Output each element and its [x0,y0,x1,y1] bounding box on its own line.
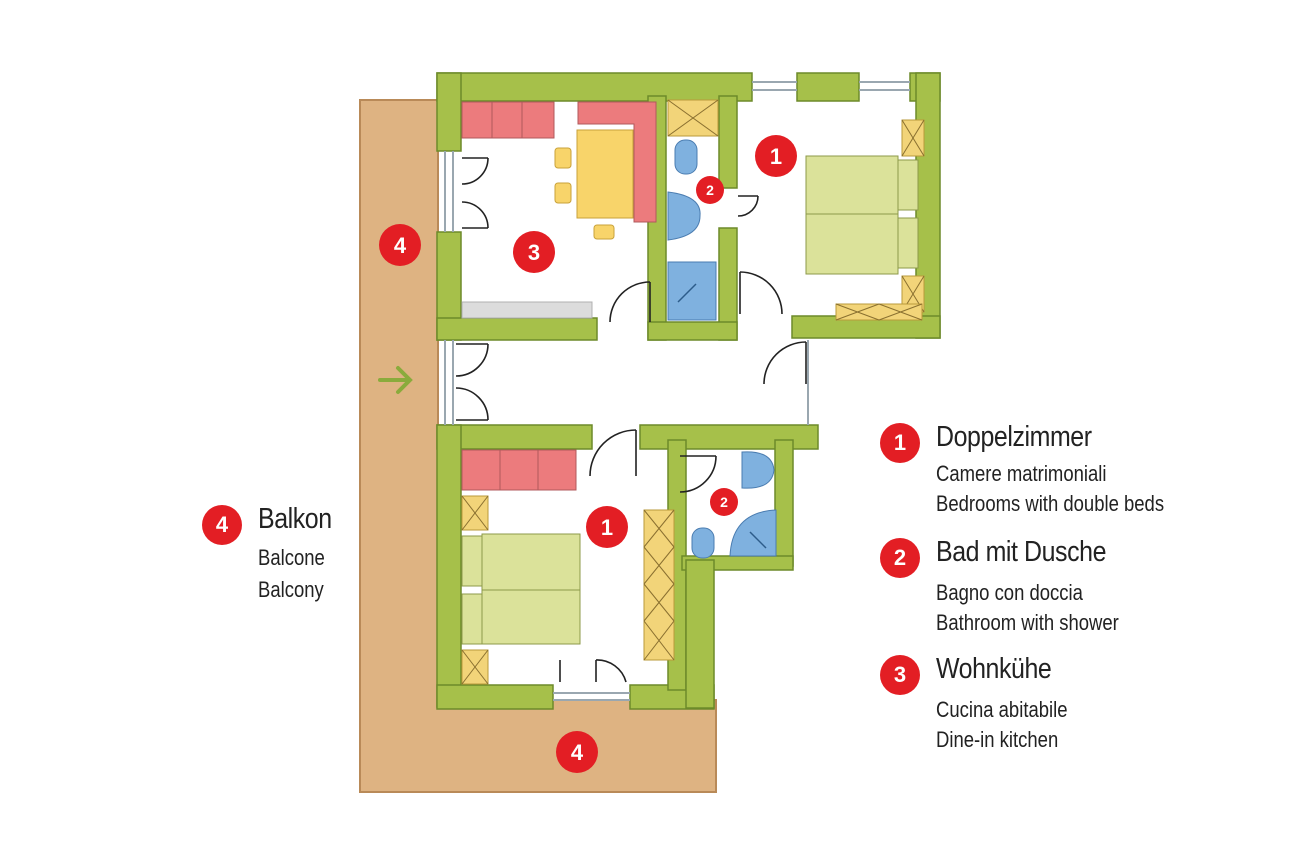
walls [436,72,941,710]
marker-label: 1 [770,144,782,169]
marker-label: 2 [706,182,714,198]
legend-subtitle-en: Bathroom with shower [936,610,1119,635]
windows [444,81,910,701]
marker-label: 4 [571,740,584,765]
legend-badge: 3 [880,655,920,695]
marker-bedroom-bottom: 1 [586,506,628,548]
right-arrow-icon [378,366,413,394]
legend-subtitle-en: Bedrooms with double beds [936,491,1165,516]
bedroom-top-furniture [805,119,925,321]
legend-subtitle-it: Camere matrimoniali [936,461,1107,486]
bedroom-bottom-furniture [461,449,675,685]
kitchen-furniture [461,101,657,319]
marker-circle [755,135,797,177]
legend-subtitle-it: Balcone [258,545,325,570]
bathroom-bottom-fixtures [691,451,777,559]
legend-badge: 1 [880,423,920,463]
legend-subtitle-en: Dine-in kitchen [936,727,1059,752]
legend-subtitle-it: Cucina abitabile [936,697,1068,722]
plan-markers: 3 1 2 4 1 2 4 [379,135,797,773]
marker-circle [586,506,628,548]
marker-label: 2 [720,494,728,510]
marker-circle [513,231,555,273]
marker-label: 1 [601,515,613,540]
marker-label: 3 [528,240,540,265]
marker-bedroom-top: 1 [755,135,797,177]
legend-title: Wohnkühe [936,653,1052,685]
marker-circle [379,224,421,266]
marker-kitchen: 3 [513,231,555,273]
marker-circle [710,488,738,516]
bathroom-top-fixtures [667,99,719,321]
legend-subtitle-it: Bagno con doccia [936,580,1083,605]
marker-balcony-left: 4 [379,224,421,266]
marker-circle [556,731,598,773]
legend-title: Balkon [258,503,332,535]
marker-balcony-bottom: 4 [556,731,598,773]
legend-badge: 4 [202,505,242,545]
doors [455,157,807,683]
legend-subtitle-en: Balcony [258,577,324,602]
legend-title: Doppelzimmer [936,421,1092,453]
legend-title: Bad mit Dusche [936,536,1107,568]
marker-bath-top: 2 [696,176,724,204]
marker-circle [696,176,724,204]
marker-label: 4 [394,233,407,258]
marker-bath-bottom: 2 [710,488,738,516]
legend-badge: 2 [880,538,920,578]
